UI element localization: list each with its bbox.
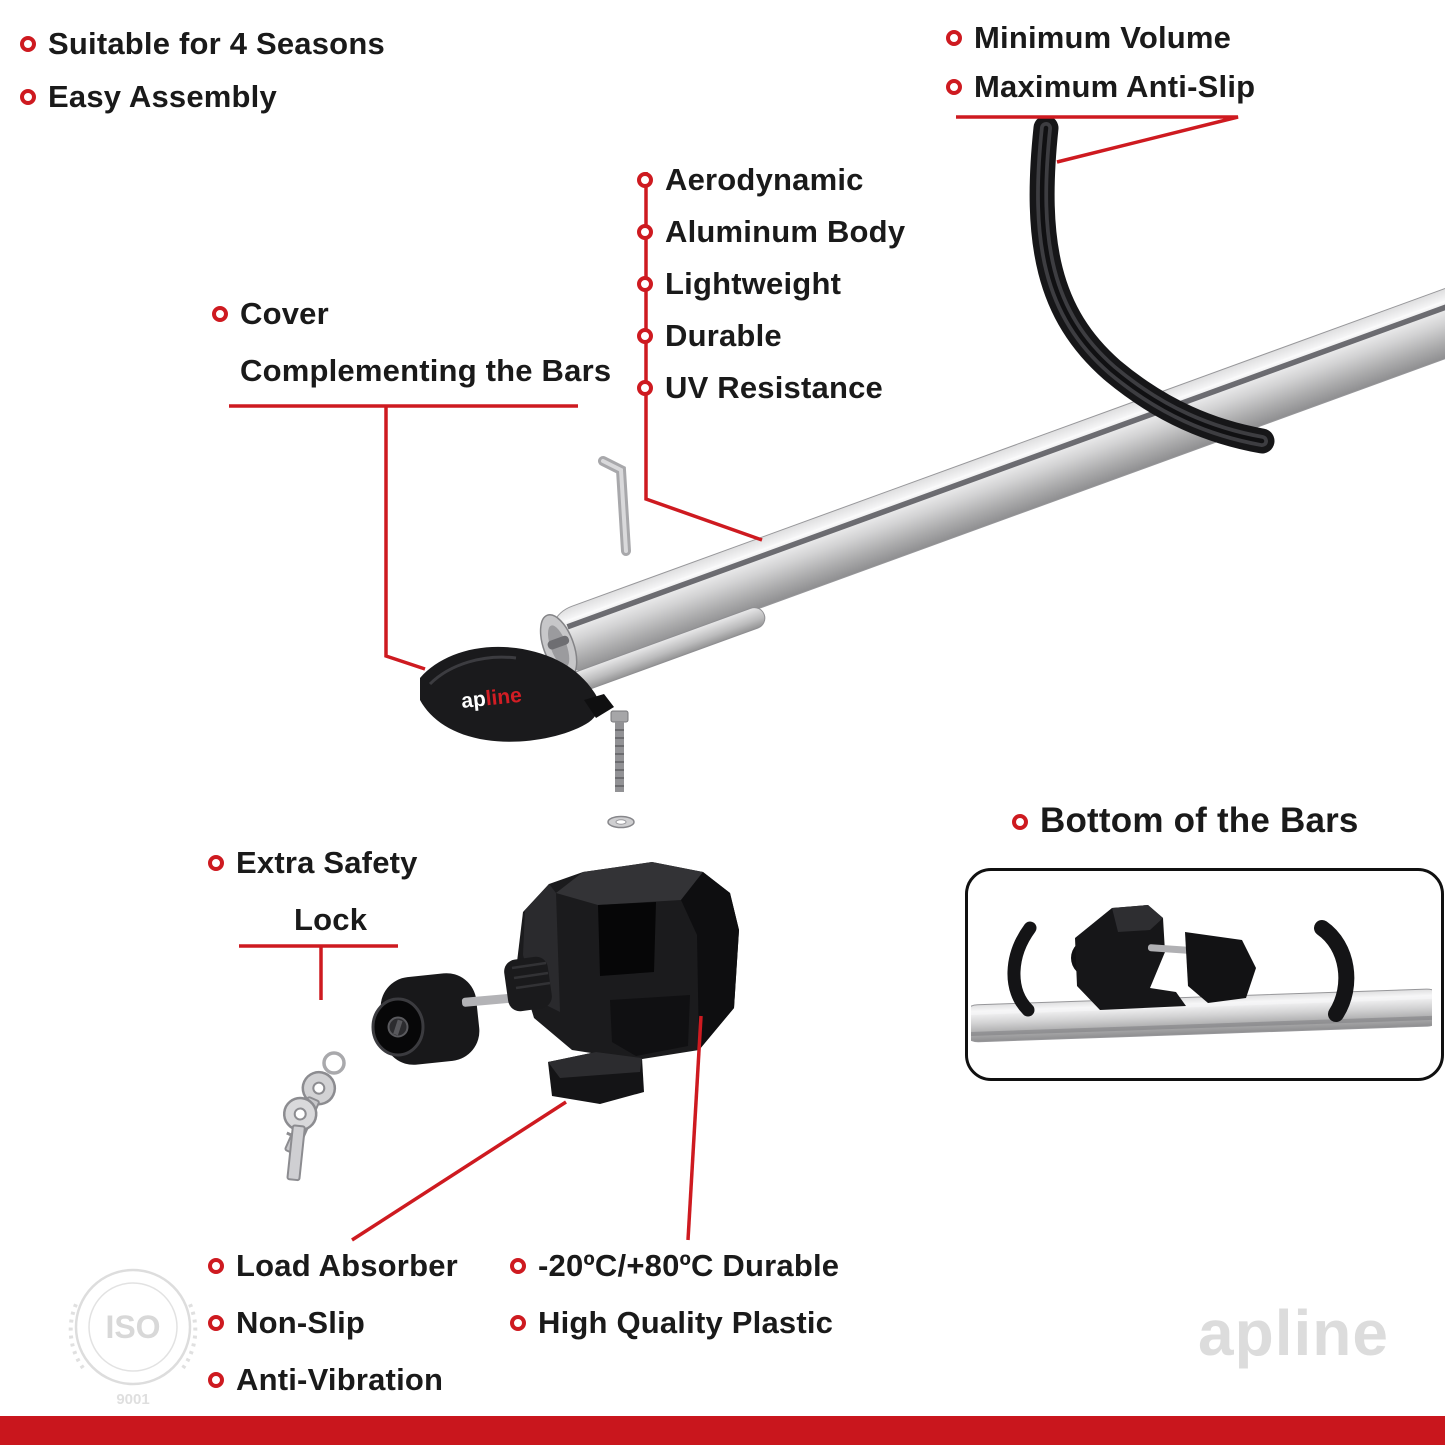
brand-watermark: apline: [1198, 1297, 1389, 1369]
feature-item: -20ºC/+80ºC Durable: [510, 1248, 839, 1284]
cover-brand-logo: apline: [460, 684, 523, 713]
bottom-bars-label: Bottom of the Bars: [1040, 801, 1359, 840]
bullet-icon: [637, 327, 653, 344]
feature-item: Easy Assembly: [20, 79, 385, 115]
feature-label: -20ºC/+80ºC Durable: [538, 1248, 840, 1283]
feature-label: UV Resistance: [665, 369, 883, 405]
feature-item: Non-Slip: [208, 1305, 458, 1341]
line-lock: [239, 944, 398, 1000]
feature-label: Non-Slip: [236, 1304, 366, 1340]
bullet-icon: [208, 1371, 224, 1388]
crossbar-graphic: [539, 257, 1445, 696]
cover-label-line1: Cover: [240, 296, 329, 331]
feature-label: Durable: [665, 317, 782, 353]
foot-clamp-graphic: [517, 862, 739, 1060]
bottom-red-band: [0, 1416, 1445, 1445]
bolt-icon: [610, 710, 629, 792]
cover-graphic: apline: [420, 646, 614, 742]
bullet-icon: [637, 275, 653, 292]
feature-label: Aerodynamic: [665, 162, 864, 197]
bullet-icon: [510, 1314, 526, 1331]
bullet-icon: [946, 30, 962, 46]
feature-item: High Quality Plastic: [510, 1305, 839, 1341]
safety-lock-callout: Extra Safety Lock: [208, 845, 418, 938]
bullet-icon: [208, 855, 224, 871]
feature-item: Load Absorber: [208, 1248, 458, 1284]
bullet-icon: [637, 172, 653, 188]
feature-label: Anti-Vibration: [236, 1361, 444, 1397]
line-load-absorber: [351, 1100, 567, 1242]
load-absorber-graphic: [548, 1052, 644, 1104]
line-foot: [686, 1015, 703, 1241]
lock-graphic: [371, 956, 552, 1065]
bullet-icon: [20, 88, 36, 105]
feature-item: Durable: [637, 318, 905, 354]
feature-label: Easy Assembly: [48, 78, 277, 114]
feature-item: Lightweight: [637, 266, 905, 302]
feature-label: Suitable for 4 Seasons: [48, 26, 385, 61]
feature-label: Maximum Anti-Slip: [974, 68, 1256, 104]
bullet-icon: [637, 379, 653, 396]
allen-key-icon: [598, 456, 631, 556]
bullet-icon: [208, 1258, 224, 1274]
feature-label: Minimum Volume: [974, 20, 1232, 55]
feature-item: UV Resistance: [637, 370, 905, 406]
top-right-features: Minimum Volume Maximum Anti-Slip: [946, 20, 1255, 105]
safety-lock-callout-text: Extra Safety Lock: [236, 845, 418, 938]
bottom-view-graphic: [971, 905, 1432, 1043]
feature-item: Aluminum Body: [637, 214, 905, 250]
safety-label-line2: Lock: [294, 901, 368, 937]
cover-callout: Cover Complementing the Bars: [212, 296, 611, 389]
feature-item: Aerodynamic: [637, 162, 905, 198]
callout-lines: [229, 115, 1239, 1242]
feature-label: Lightweight: [665, 265, 842, 301]
bottom-left-features: Load Absorber Non-Slip Anti-Vibration: [208, 1248, 458, 1398]
feature-label: High Quality Plastic: [538, 1304, 834, 1340]
bullet-icon: [946, 78, 962, 95]
bullet-icon: [637, 223, 653, 240]
iso-number: 9001: [116, 1391, 149, 1408]
cover-callout-text: Cover Complementing the Bars: [240, 296, 611, 389]
feature-item: Minimum Volume: [946, 20, 1255, 56]
line-cover: [229, 404, 578, 671]
washer-icon: [607, 815, 635, 829]
bullet-icon: [208, 1314, 224, 1331]
line-antislip: [956, 115, 1239, 164]
bullet-icon: [20, 36, 36, 52]
cover-label-line2: Complementing the Bars: [240, 352, 612, 388]
bottom-center-features: -20ºC/+80ºC Durable High Quality Plastic: [510, 1248, 839, 1341]
feature-item: Anti-Vibration: [208, 1362, 458, 1398]
feature-label: Aluminum Body: [665, 213, 906, 249]
bullet-icon: [510, 1258, 526, 1274]
feature-label: Load Absorber: [236, 1248, 458, 1283]
keys-icon: [282, 1051, 346, 1182]
top-left-features: Suitable for 4 Seasons Easy Assembly: [20, 26, 385, 115]
bar-features: Aerodynamic Aluminum Body Lightweight Du…: [637, 162, 905, 406]
rubber-strip-graphic: [1029, 115, 1275, 454]
bullet-icon: [212, 306, 228, 322]
iso-title: ISO: [105, 1309, 160, 1345]
feature-item: Suitable for 4 Seasons: [20, 26, 385, 62]
safety-label-line1: Extra Safety: [236, 845, 418, 880]
bullet-icon: [1012, 814, 1028, 830]
feature-item: Maximum Anti-Slip: [946, 69, 1255, 105]
bottom-bars-callout: Bottom of the Bars: [1012, 801, 1359, 842]
iso-badge: ISO 9001: [68, 1268, 198, 1408]
